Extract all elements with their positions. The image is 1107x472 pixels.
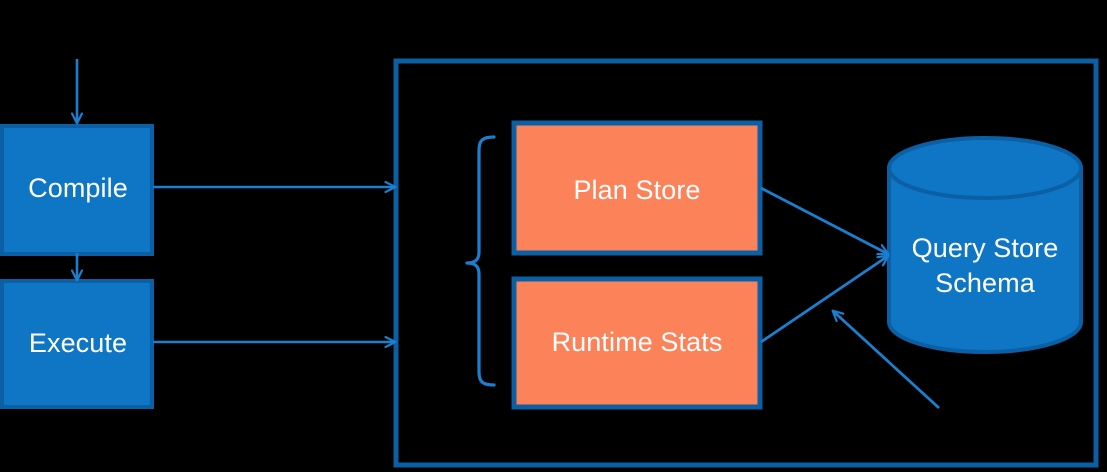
compile-box[interactable] <box>0 124 154 256</box>
query-store-container <box>393 58 1099 468</box>
plan-store-box[interactable] <box>511 120 763 256</box>
runtime-stats-box[interactable] <box>511 276 763 410</box>
arrow-runtime-stats-to-schema <box>760 256 888 344</box>
query-store-schema-cylinder[interactable] <box>887 136 1083 354</box>
arrow-plan-store-to-schema <box>760 186 888 254</box>
grouping-brace <box>465 135 496 387</box>
execute-box[interactable] <box>0 279 154 409</box>
arrow-external-to-schema <box>833 311 940 410</box>
